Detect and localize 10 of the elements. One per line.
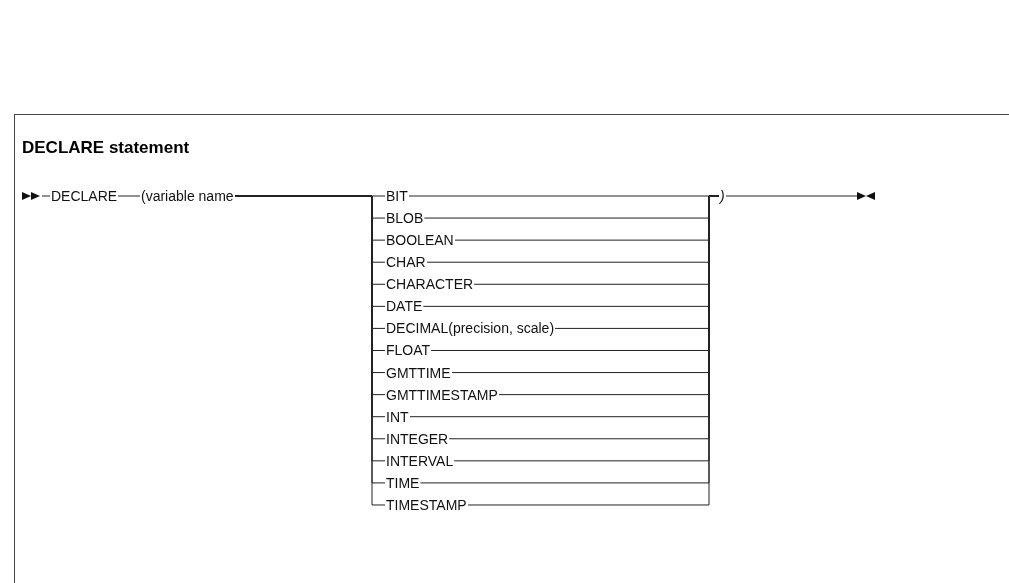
syntax-line (467, 195, 720, 506)
syntax-line (725, 195, 858, 197)
syntax-keyword: DECLARE (50, 188, 119, 204)
diagram-title: DECLARE statement (22, 138, 190, 158)
syntax-keyword: (variable name (140, 188, 235, 204)
syntax-keyword: BIT (385, 188, 409, 204)
syntax-line (117, 195, 141, 197)
syntax-keyword: DECIMAL(precision, scale) (385, 320, 556, 337)
syntax-line (41, 195, 51, 197)
syntax-keyword: ) (719, 188, 726, 204)
